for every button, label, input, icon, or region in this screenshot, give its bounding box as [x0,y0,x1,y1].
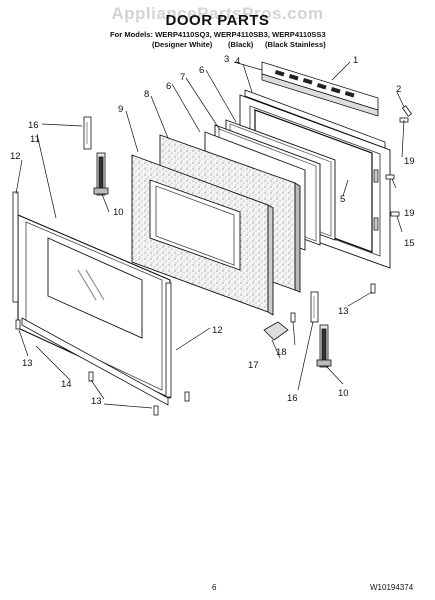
page-title: DOOR PARTS [165,12,270,29]
callout-label: 12 [10,151,21,162]
leader-lines [15,61,405,409]
hinge-right-part [316,324,332,368]
hinge-bracket-part [263,321,289,341]
hinge-receiver-left-part [83,116,92,150]
side-trim-right-part [165,282,172,398]
callout-label: 19 [404,208,415,219]
screw-18 [290,312,296,323]
variant-black-stainless: (Black Stainless) [265,40,326,49]
callout-label: 15 [404,238,415,249]
variant-black: (Black) [228,40,254,49]
callout-label: 18 [276,347,287,358]
callout-label: 13 [338,306,349,317]
side-trim-left-part [12,191,19,303]
callout-label: 6 [199,65,204,76]
callout-label: 13 [91,396,102,407]
callout-label: 14 [61,379,72,390]
callout-labels: 1 2 3 4 5 6 6 7 8 9 10 10 11 12 12 13 13… [10,54,415,407]
callout-label: 9 [118,104,123,115]
vent-trim-part [261,61,379,117]
callout-label: 3 [224,54,229,65]
callout-label: 7 [180,72,185,83]
bottom-trim-part [21,317,169,406]
callout-label: 10 [113,207,124,218]
callout-label: 12 [212,325,223,336]
callout-label: 19 [404,156,415,167]
callout-label: 11 [30,134,40,145]
callout-label: 13 [22,358,33,369]
callout-label: 6 [166,81,171,92]
callout-label: 5 [340,194,345,205]
watermark: AppliancePartsPros.com [111,4,324,23]
callout-label: 16 [287,393,298,404]
callout-label: 2 [396,84,401,95]
door-frame-part [131,154,274,316]
page-number: 6 [212,583,217,592]
callout-label: 1 [353,55,358,66]
hinge-left-part [93,152,109,196]
callout-label: 17 [248,360,259,371]
callout-label: 10 [338,388,349,399]
hinge-receiver-right-part [310,291,319,323]
callout-label: 4 [235,56,240,67]
callout-label: 16 [28,120,39,131]
variant-designer-white: (Designer White) [152,40,213,49]
callout-label: 8 [144,89,149,100]
document-number: W10194374 [370,583,414,592]
models-line: For Models: WERP4110SQ3, WERP4110SB3, WE… [110,30,326,39]
